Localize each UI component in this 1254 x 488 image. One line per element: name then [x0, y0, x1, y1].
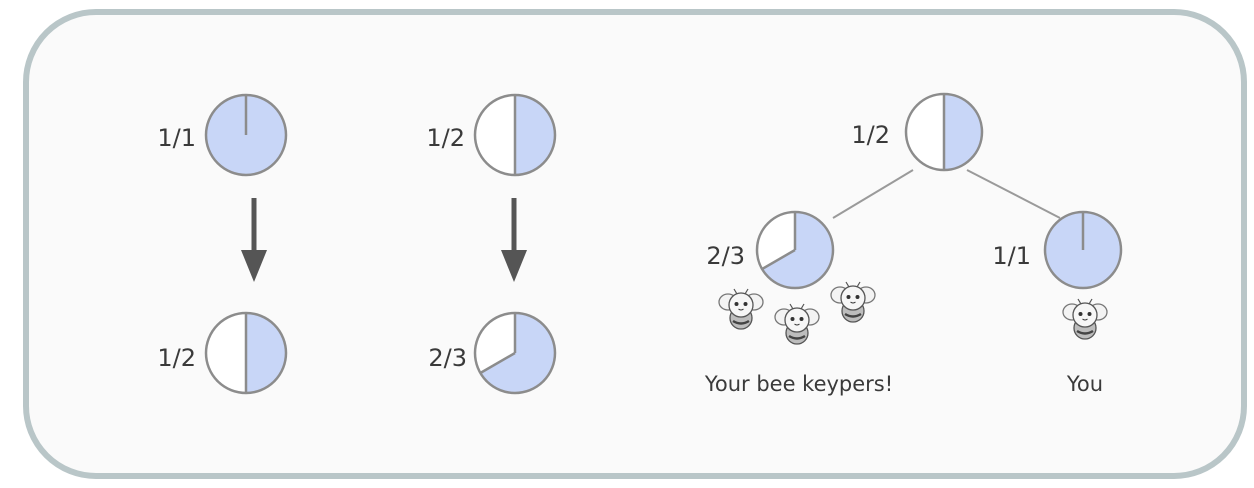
tree-edge-right [966, 169, 1061, 219]
bee-icon [774, 303, 820, 345]
pie-outline [1043, 210, 1123, 290]
col2-top-label: 1/2 [426, 124, 465, 152]
tree-left-caption: Your bee keypers! [704, 372, 893, 396]
col1-arrow-down-icon [241, 198, 267, 282]
tree-left-label: 2/3 [706, 242, 745, 270]
pie-outline [473, 311, 557, 395]
pie-divider [761, 248, 796, 271]
pie-slice [515, 95, 555, 175]
col2-bottom-label: 2/3 [428, 344, 467, 372]
col1-top-pie [204, 93, 288, 177]
bee-icon [1062, 298, 1108, 340]
pie-slice [246, 313, 286, 393]
col1-top-label: 1/1 [157, 124, 196, 152]
col1-bottom-pie [204, 311, 288, 395]
col1-bottom-label: 1/2 [157, 344, 196, 372]
bee-icon [718, 288, 764, 330]
col2-top-pie [473, 93, 557, 177]
tree-root-label: 1/2 [851, 121, 890, 149]
pie-slice [480, 313, 555, 393]
pie-slice [944, 94, 982, 170]
tree-right-caption: You [1066, 372, 1103, 396]
pie-outline [204, 311, 288, 395]
col2-arrow-down-icon [501, 198, 527, 282]
pie-divider [479, 351, 516, 375]
pie-outline [473, 93, 557, 177]
bee-icon [830, 281, 876, 323]
pie-outline [204, 93, 288, 177]
pie-slice [762, 212, 833, 288]
pie-outline [755, 210, 835, 290]
tree-left-pie [755, 210, 835, 290]
tree-right-label: 1/1 [992, 242, 1031, 270]
tree-root-pie [904, 92, 984, 172]
pie-outline [904, 92, 984, 172]
bee-group [718, 281, 1108, 345]
tree-edge-left [832, 169, 914, 219]
col2-bottom-pie [473, 311, 557, 395]
tree-right-pie [1043, 210, 1123, 290]
